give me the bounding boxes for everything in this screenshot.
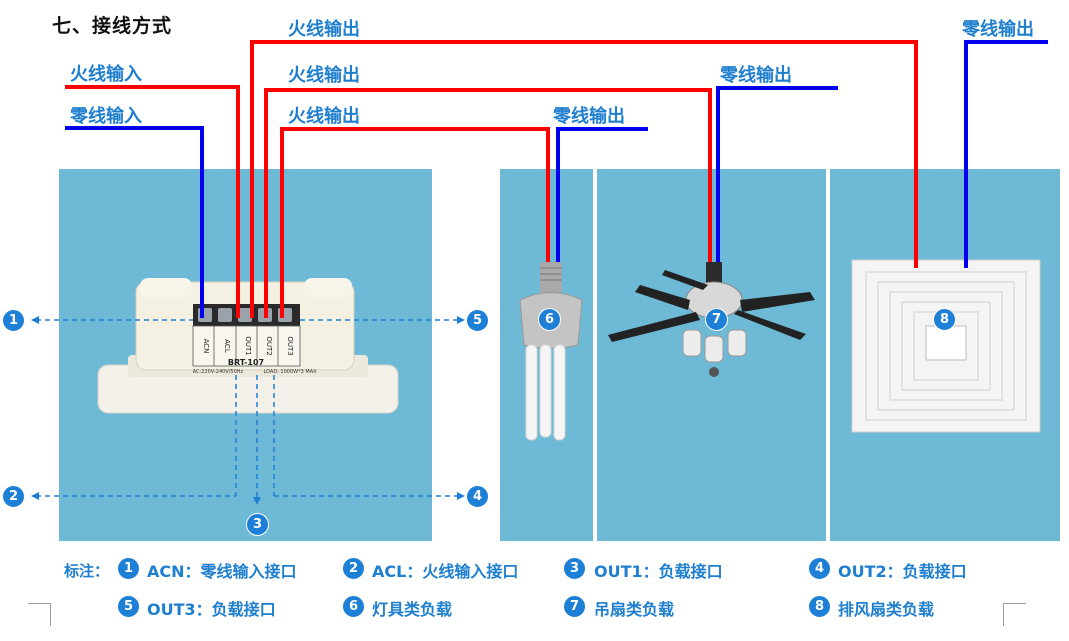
legend-num-1: 1 [117,557,140,580]
exhaust-fan-grille [851,259,1041,433]
terminal-out1-label: OUT1 [244,336,252,355]
legend-num-8: 8 [808,595,831,618]
marker-4: 4 [466,485,489,508]
legend-item-5: OUT3：负载接口 [147,600,276,619]
legend-num-4: 4 [808,557,831,580]
marker-1: 1 [2,309,25,332]
corner-mark-left [28,603,51,626]
label-neutral-out-lamp: 零线输出 [553,106,625,127]
terminal-acn-label: ACN [202,339,210,354]
legend-item-6: 灯具类负载 [372,600,453,619]
legend-item-7: 吊扇类负载 [594,600,675,619]
legend-num-7: 7 [563,595,586,618]
marker-2: 2 [2,485,25,508]
corner-mark-right [1003,603,1026,626]
label-neutral-in: 零线输入 [70,106,142,127]
live-wires [65,40,918,318]
marker-5: 5 [466,309,489,332]
label-live-out-lamp: 火线输出 [288,106,360,127]
legend-prefix: 标注： [64,562,110,580]
legend-num-2: 2 [342,557,365,580]
neutral-wires [65,40,1048,318]
leader-lines [36,319,460,500]
page-title: 七、接线方式 [52,15,173,37]
legend-num-6: 6 [342,595,365,618]
label-neutral-out-exhaust: 零线输出 [962,19,1034,40]
label-live-out-fan: 火线输出 [288,65,360,86]
label-live-out-exhaust: 火线输出 [288,19,360,40]
marker-7: 7 [705,308,728,331]
marker-6: 6 [538,308,561,331]
legend-num-5: 5 [117,595,140,618]
label-live-in: 火线输入 [70,64,142,85]
device-rating-right: LOAD: 1000W*3 MAX [263,369,317,375]
ceiling-fan [608,262,815,377]
terminal-acl-label: ACL [223,339,231,353]
legend-item-4: OUT2：负载接口 [838,562,967,581]
cfl-lamp [519,262,583,441]
device-model-label: BRT-107 [228,358,264,367]
legend-num-3: 3 [563,557,586,580]
label-neutral-out-fan: 零线输出 [720,65,792,86]
legend-item-3: OUT1：负载接口 [594,562,723,581]
legend-item-1: ACN：零线输入接口 [147,562,297,581]
marker-8: 8 [933,308,956,331]
legend-item-2: ACL：火线输入接口 [372,562,519,581]
terminal-out2-label: OUT2 [265,336,273,355]
switch-device: ACN ACL OUT1 OUT2 OUT3 BRT-107 AC:220V-2… [97,278,399,414]
terminal-out3-label: OUT3 [286,336,294,355]
legend-item-8: 排风扇类负载 [838,600,935,619]
device-rating-left: AC:220V-240V/50Hz [193,369,244,375]
marker-3: 3 [246,513,269,536]
leader-arrowheads [31,316,465,505]
